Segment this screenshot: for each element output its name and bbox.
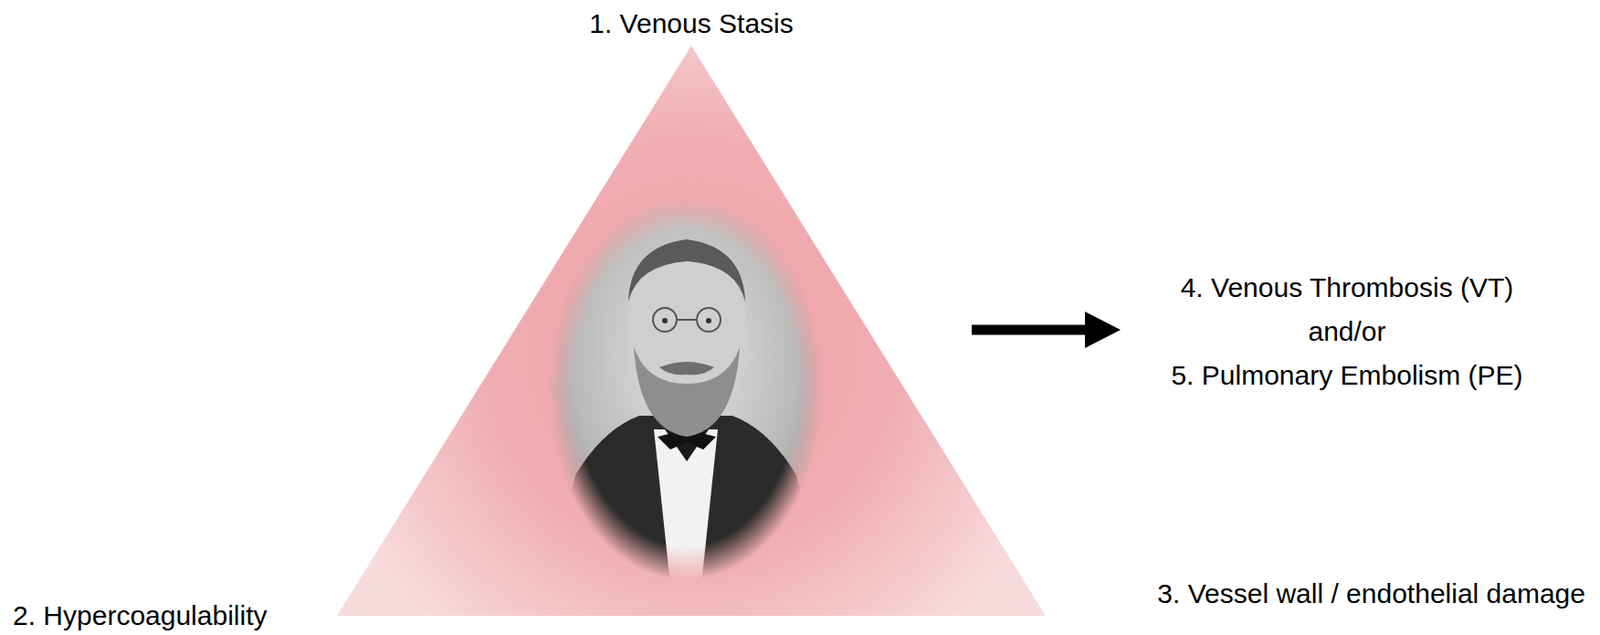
factor-label: 3. Vessel wall / endothelial damage — [1157, 577, 1586, 611]
outcome-label: 4. Venous Thrombosis (VT) — [1180, 271, 1515, 305]
factor-label: 2. Hypercoagulability — [12, 599, 267, 632]
connector-word-holder: and/or — [1307, 315, 1386, 348]
connector-word: and/or — [1307, 315, 1386, 348]
outcome-label-holder: 5. Pulmonary Embolism (PE) — [1170, 358, 1523, 392]
factor-label-holder: 2. Hypercoagulability — [12, 599, 267, 632]
factor-label: 1. Venous Stasis — [589, 7, 793, 41]
triad-triangle — [336, 45, 1046, 616]
portrait — [547, 196, 824, 585]
result-arrow — [971, 311, 1121, 348]
factor-label-holder: 1. Venous Stasis — [589, 7, 793, 41]
outcome-label: 5. Pulmonary Embolism (PE) — [1170, 358, 1523, 392]
outcome-label-holder: 4. Venous Thrombosis (VT) — [1180, 271, 1515, 305]
factor-label-holder: 3. Vessel wall / endothelial damage — [1157, 577, 1586, 611]
